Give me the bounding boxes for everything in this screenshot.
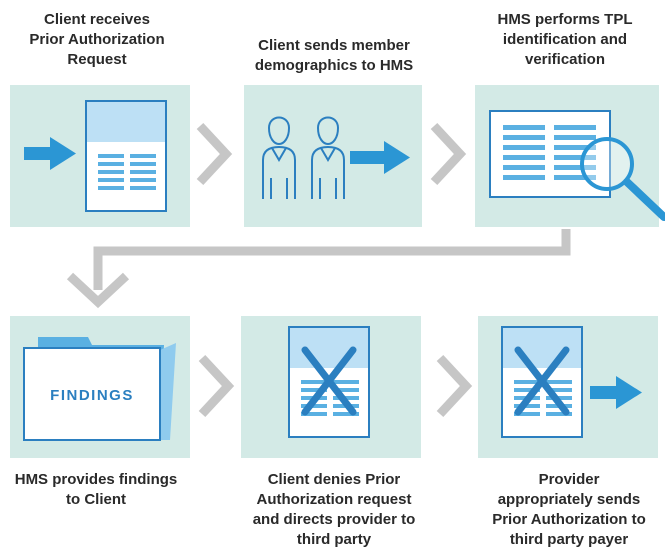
step-3-caption: HMS performs TPL identification and veri… <box>497 11 633 68</box>
step-4-caption: HMS provides findings to Client <box>14 471 178 508</box>
flow-connector-line <box>93 229 571 290</box>
chevron-right-icon-3 <box>198 354 235 418</box>
folder-label: FINDINGS <box>50 387 134 404</box>
step-1-document-icon <box>85 100 167 212</box>
magnifier-icon <box>580 137 665 221</box>
step-6-caption: Provider appropriately sends Prior Autho… <box>492 471 646 548</box>
chevron-right-icon-2 <box>430 122 467 186</box>
denied-document-icon-2 <box>501 326 583 438</box>
folder-icon <box>23 337 176 441</box>
step-1-arrow-icon <box>24 137 76 170</box>
chevron-right-icon-1 <box>196 122 233 186</box>
step-6-arrow-icon <box>590 376 642 409</box>
step-2-arrow-icon <box>350 141 410 174</box>
people-icon <box>262 116 345 199</box>
step-5-caption: Client denies Prior Authorization reques… <box>252 471 416 548</box>
chevron-right-icon-4 <box>436 354 473 418</box>
step-2-caption: Client sends member demographics to HMS <box>254 37 414 74</box>
denied-document-icon <box>288 326 370 438</box>
chevron-down-icon <box>66 272 130 309</box>
step-1-caption: Client receives Prior Authorization Requ… <box>29 11 165 68</box>
